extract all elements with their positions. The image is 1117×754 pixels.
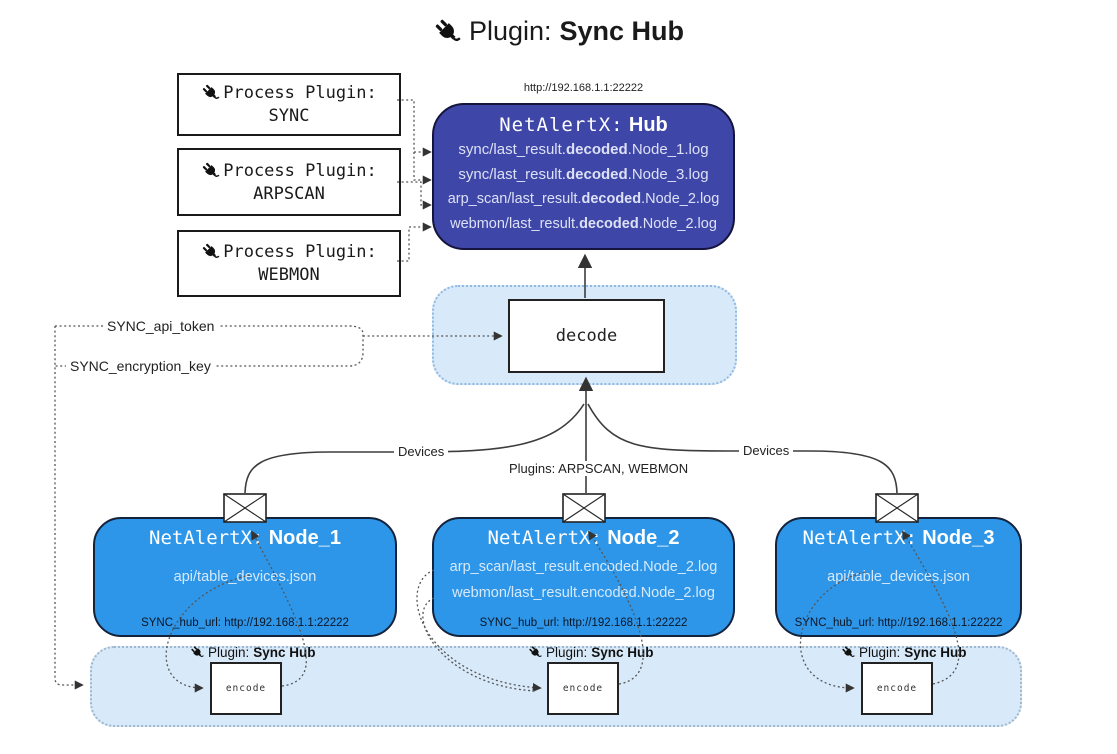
hub-title-prefix: NetAlertX: bbox=[499, 114, 624, 136]
plug-icon bbox=[203, 84, 220, 100]
plug-icon bbox=[842, 646, 855, 658]
hub-title-name: Hub bbox=[628, 114, 668, 136]
hub-box: NetAlertX: Hub sync/last_result.decoded.… bbox=[432, 103, 735, 250]
hub-log-line: sync/last_result.decoded.Node_3.log bbox=[458, 166, 709, 183]
node-1-box: NetAlertX: Node_1 api/table_devices.json… bbox=[93, 517, 397, 637]
hub-title: NetAlertX: Hub bbox=[499, 114, 668, 137]
process-plugin-sync-name: SYNC bbox=[268, 106, 310, 126]
node-3-file: api/table_devices.json bbox=[827, 569, 970, 585]
node-2-title: NetAlertX: Node_2 bbox=[487, 527, 680, 549]
sync-encryption-key-label: SYNC_encryption_key bbox=[66, 358, 215, 374]
encode-box-3: encode bbox=[861, 662, 933, 715]
band-plugin-label-2: Plugin:Sync Hub bbox=[528, 645, 654, 660]
node-1-title: NetAlertX: Node_1 bbox=[149, 527, 341, 549]
plug-icon bbox=[203, 162, 220, 177]
envelope-icon bbox=[562, 493, 606, 523]
sync-api-token-label: SYNC_api_token bbox=[103, 318, 219, 334]
process-plugin-sync-label: Process Plugin: bbox=[201, 83, 377, 103]
hub-log-line: sync/last_result.decoded.Node_1.log bbox=[458, 141, 709, 158]
plug-icon bbox=[529, 646, 542, 658]
process-plugin-arpscan-title: Process Plugin: bbox=[223, 160, 377, 181]
decode-box: decode bbox=[508, 299, 665, 373]
band-plugin-label-3: Plugin:Sync Hub bbox=[841, 645, 967, 660]
encode-box-2: encode bbox=[547, 662, 619, 715]
plug-icon bbox=[203, 243, 220, 259]
node-1-file: api/table_devices.json bbox=[173, 569, 317, 585]
node-1-hub-url: SYNC_hub_url: http://192.168.1.1:22222 bbox=[141, 617, 349, 629]
process-plugin-webmon-title: Process Plugin: bbox=[223, 242, 377, 262]
node-2-hub-url: SYNC_hub_url: http://192.168.1.1:22222 bbox=[479, 617, 688, 629]
node-2-box: NetAlertX: Node_2 arp_scan/last_result.e… bbox=[432, 517, 735, 637]
envelope-icon bbox=[875, 493, 919, 523]
page-title: Plugin: Sync Hub bbox=[0, 16, 1117, 47]
process-plugin-arpscan-box: Process Plugin: ARPSCAN bbox=[177, 148, 401, 216]
process-plugin-sync-box: Process Plugin: SYNC bbox=[177, 73, 401, 136]
process-plugin-arpscan-name: ARPSCAN bbox=[253, 183, 325, 204]
process-plugin-arpscan-label: Process Plugin: bbox=[201, 161, 377, 181]
plug-icon bbox=[191, 646, 204, 658]
node-3-hub-url: SYNC_hub_url: http://192.168.1.1:22222 bbox=[794, 617, 1003, 629]
node-3-box: NetAlertX: Node_3 api/table_devices.json… bbox=[775, 517, 1022, 637]
hub-log-line: arp_scan/last_result.decoded.Node_2.log bbox=[447, 191, 720, 207]
hub-url-label: http://192.168.1.1:22222 bbox=[523, 82, 644, 94]
process-plugin-webmon-name: WEBMON bbox=[258, 265, 320, 285]
devices-left-label: Devices bbox=[394, 444, 449, 459]
node-2-file: webmon/last_result.encoded.Node_2.log bbox=[452, 585, 715, 601]
title-name: Sync Hub bbox=[559, 16, 685, 46]
plugins-center-label: Plugins: ARPSCAN, WEBMON bbox=[505, 461, 693, 476]
encode-box-1: encode bbox=[210, 662, 282, 715]
devices-right-label: Devices bbox=[739, 443, 794, 458]
envelope-icon bbox=[223, 493, 267, 523]
node-2-file: arp_scan/last_result.encoded.Node_2.log bbox=[449, 559, 718, 575]
band-plugin-label-1: Plugin:Sync Hub bbox=[190, 645, 316, 660]
hub-log-line: webmon/last_result.decoded.Node_2.log bbox=[450, 216, 717, 232]
title-prefix: Plugin: bbox=[468, 16, 552, 46]
node-3-title: NetAlertX: Node_3 bbox=[802, 527, 995, 549]
process-plugin-webmon-box: Process Plugin: WEBMON bbox=[177, 230, 401, 297]
plug-icon bbox=[435, 19, 461, 41]
process-plugin-webmon-label: Process Plugin: bbox=[201, 242, 377, 262]
process-plugin-sync-title: Process Plugin: bbox=[223, 83, 377, 103]
